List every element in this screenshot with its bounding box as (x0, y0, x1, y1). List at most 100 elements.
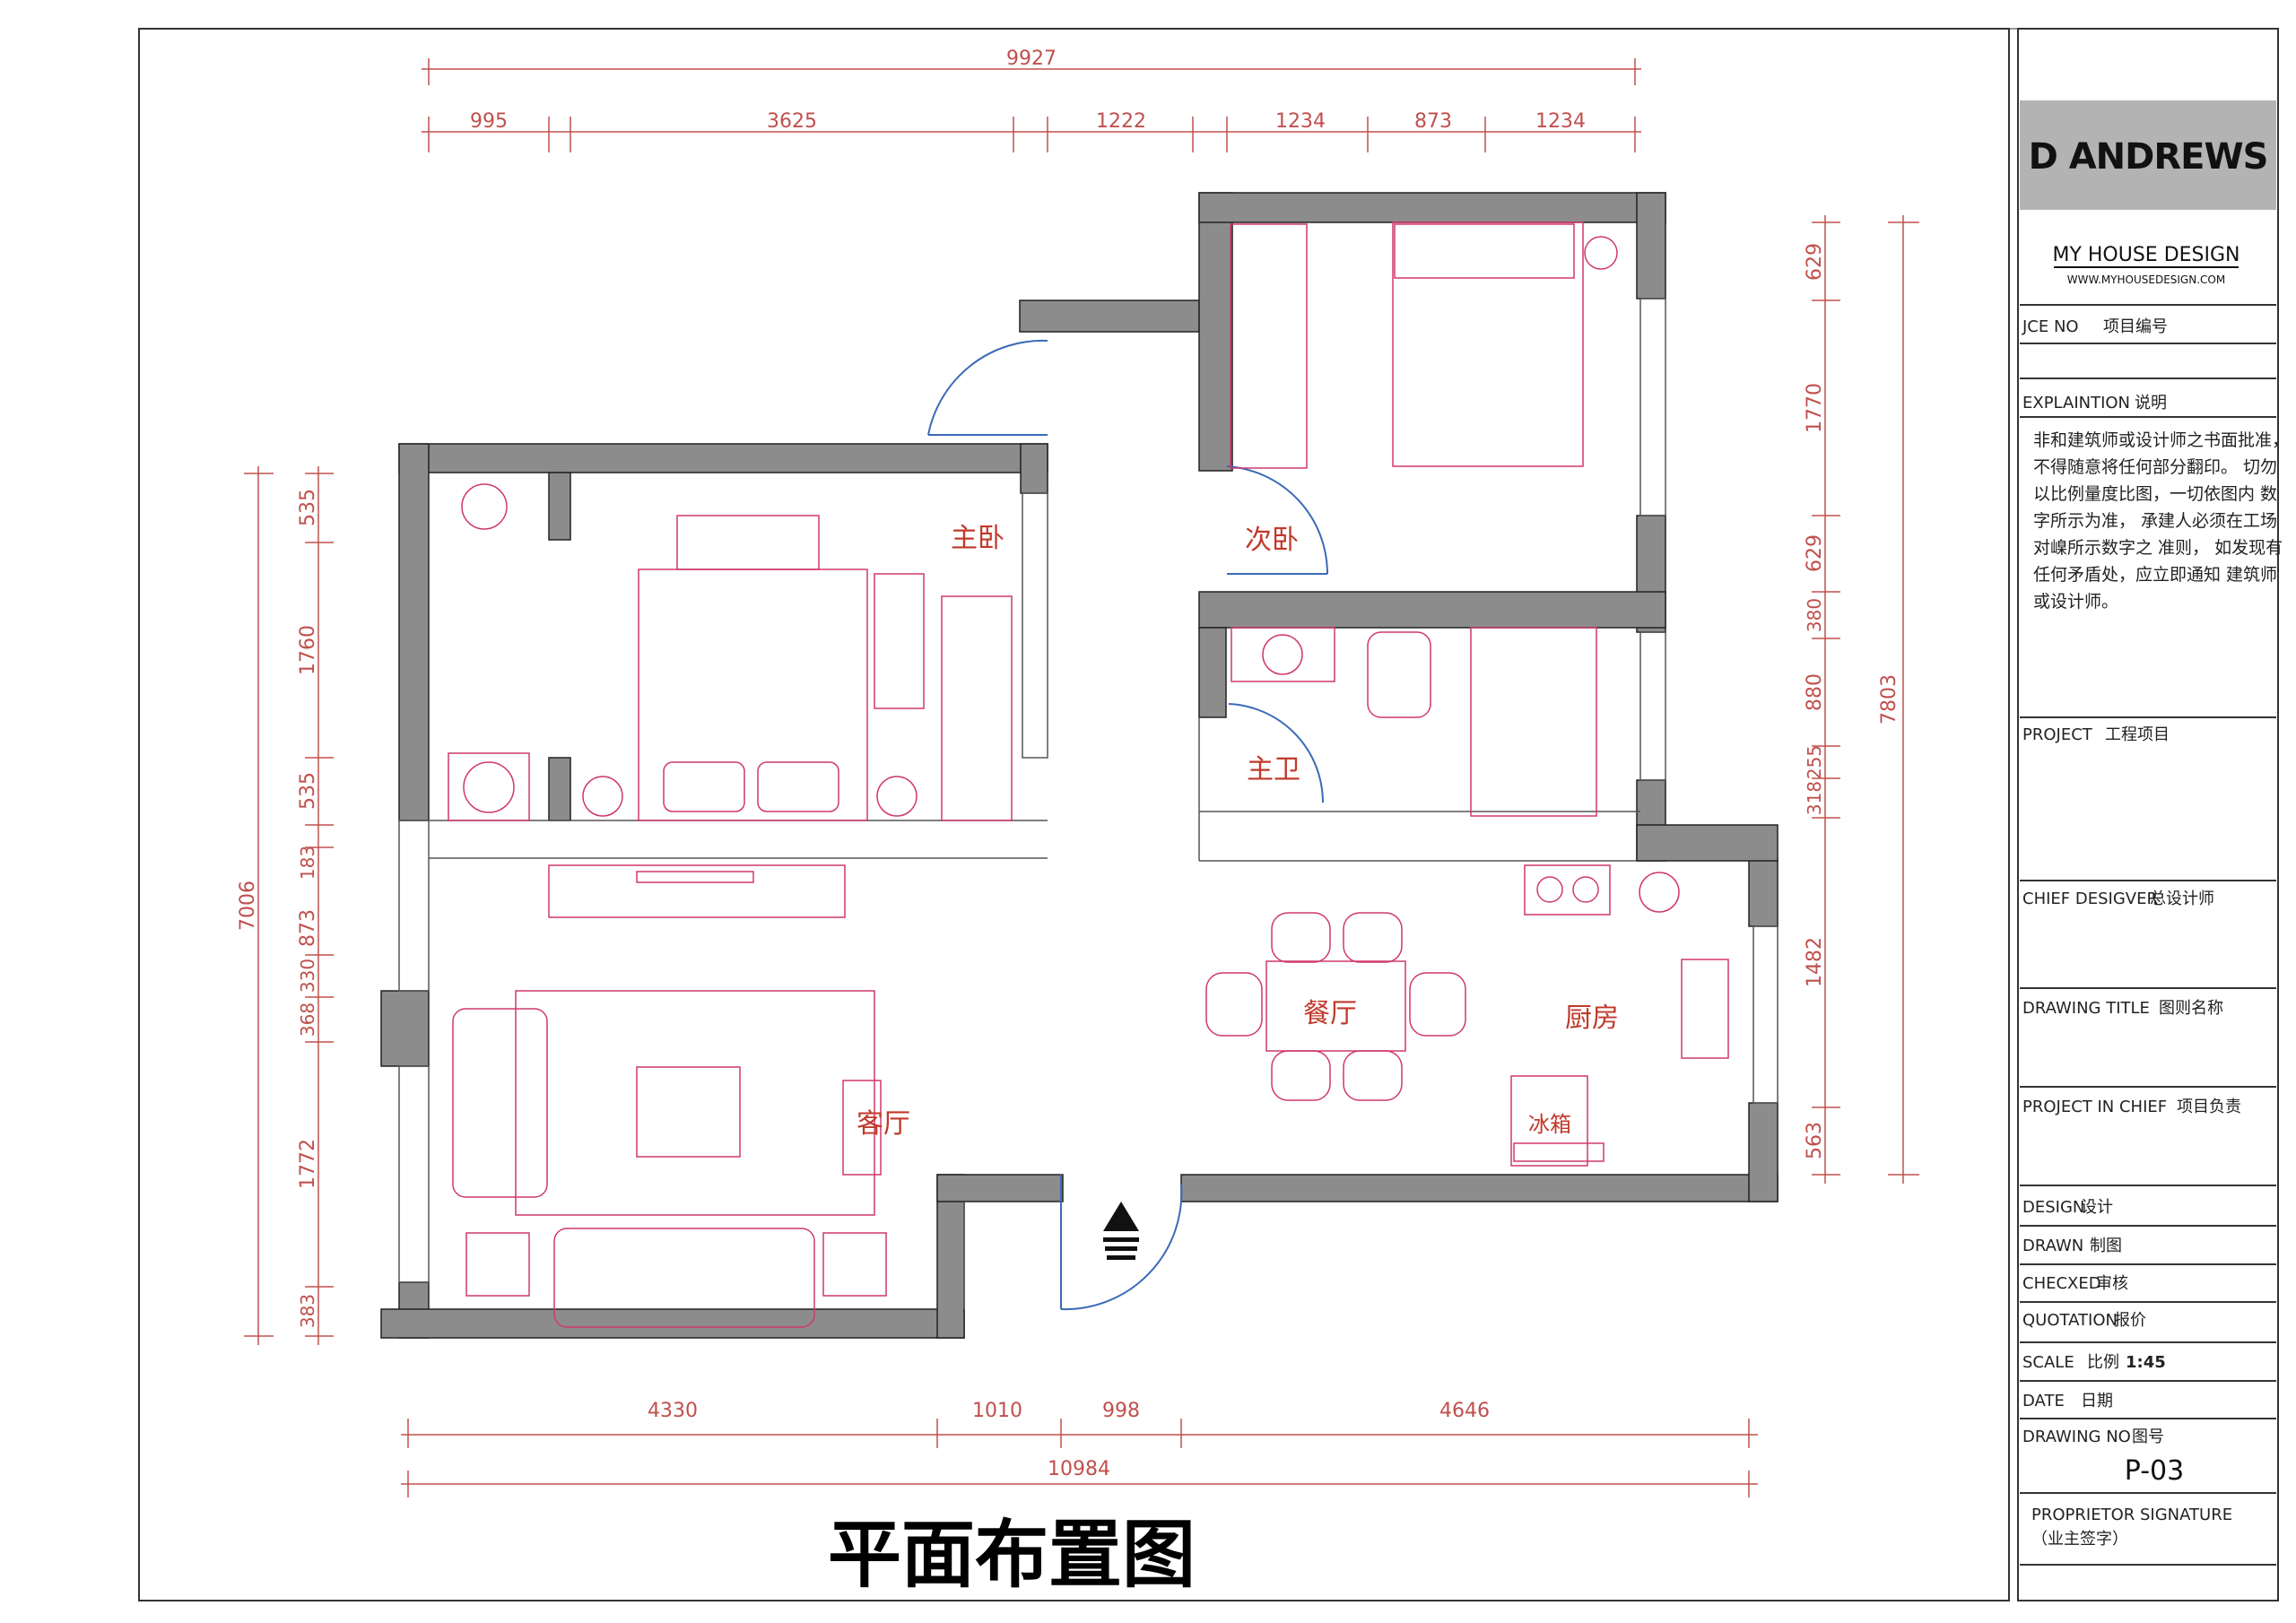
sofa (553, 1228, 815, 1328)
project-label: PROJECT (2022, 725, 2093, 744)
room-kitchen: 厨房 (1565, 1002, 1619, 1034)
dining-chair (1271, 912, 1331, 963)
tv-cabinet (548, 864, 846, 918)
pillow (663, 761, 745, 812)
drawing-title-cn: 图则名称 (2159, 999, 2223, 1018)
proprietor-label: PROPRIETOR SIGNATURE (2031, 1506, 2232, 1524)
wall (936, 1174, 1064, 1202)
scale-cn: 比例 (2087, 1353, 2119, 1372)
shower (1470, 627, 1597, 817)
dim-left-9: 383 (297, 1294, 318, 1328)
dim-bottom-1: 4330 (648, 1400, 698, 1422)
front-door-swing (1060, 1183, 1183, 1311)
dining-chair (1271, 1050, 1331, 1101)
dim-top-6: 1234 (1535, 110, 1586, 133)
cabinet (842, 1080, 882, 1176)
wall (380, 990, 430, 1067)
wall (1180, 1174, 1779, 1202)
entry-bar (1105, 1246, 1137, 1251)
dim-left-4: 183 (297, 846, 318, 880)
dining-chair (1343, 912, 1403, 963)
entry-arrow-icon (1103, 1202, 1139, 1231)
design-label: DESIGN (2022, 1198, 2084, 1217)
side-table (822, 1232, 887, 1297)
entry-bar (1103, 1237, 1139, 1242)
wall (1636, 192, 1666, 299)
dim-top-total: 9927 (1006, 48, 1057, 70)
sink (1639, 872, 1680, 913)
toilet (1367, 631, 1431, 718)
dim-left-2: 1760 (297, 625, 319, 675)
company-name: D ANDREWS (2029, 136, 2268, 178)
drawn-label: DRAWN (2022, 1237, 2083, 1255)
dim-right-7: 318 (1804, 781, 1825, 815)
dim-left-5: 873 (297, 909, 319, 947)
rug (515, 990, 875, 1216)
brand-website: WWW.MYHOUSEDESIGN.COM (2067, 273, 2225, 286)
wall (1019, 299, 1200, 333)
drawing-no-cn: 图号 (2132, 1428, 2164, 1446)
windows (398, 298, 1779, 1309)
side-table (465, 1232, 530, 1297)
wardrobe (1230, 223, 1308, 469)
dim-left-1: 535 (297, 489, 319, 526)
project-cn: 工程项目 (2105, 725, 2170, 744)
room-second-bedroom: 次卧 (1245, 525, 1299, 556)
wall (1198, 591, 1666, 629)
title-block: D ANDREWS MY HOUSE DESIGN WWW.MYHOUSEDES… (2020, 100, 2289, 1566)
dining-chair (1205, 972, 1263, 1037)
dimension-lines (244, 58, 1919, 1497)
tv (636, 871, 754, 883)
dim-left-7: 368 (297, 1002, 318, 1037)
svg-text:或设计师。: 或设计师。 (2033, 592, 2118, 612)
wall (1020, 443, 1048, 494)
wall (398, 443, 430, 821)
chief-designer-cn: 总设计师 (2150, 890, 2214, 908)
walls (380, 192, 1779, 1339)
dim-left-3: 535 (297, 772, 319, 810)
jce-no-label: JCE NO (2022, 317, 2079, 336)
burner (1536, 876, 1563, 903)
drawing-frame (138, 28, 2010, 1601)
round-table (461, 483, 508, 530)
wall (1198, 192, 1666, 223)
chief-designer-label: CHIEF DESIGVER (2022, 890, 2158, 908)
master-bed (638, 568, 868, 821)
bedside-lamp (1584, 236, 1618, 270)
scale-label: SCALE (2022, 1353, 2074, 1372)
wall (1636, 824, 1779, 862)
fridge (1510, 1075, 1588, 1167)
dim-top-4: 1234 (1275, 110, 1326, 133)
date-label: DATE (2022, 1392, 2065, 1410)
scale-value: 1:45 (2126, 1353, 2166, 1372)
dim-top-5: 873 (1414, 110, 1452, 133)
dim-right-5: 880 (1804, 673, 1826, 711)
room-labels: 主卧 次卧 主卫 餐厅 厨房 客厅 冰箱 (857, 523, 1619, 1140)
svg-text:以比例量度比图，一切依图内 数: 以比例量度比图，一切依图内 数 (2033, 484, 2277, 504)
wall (1198, 192, 1233, 472)
drawing-no-label: DRAWING NO (2022, 1428, 2131, 1446)
svg-text:任何矛盾处，应立即通知 建筑师: 任何矛盾处，应立即通知 建筑师 (2033, 565, 2277, 585)
dimension-labels: 9927 995 3625 1222 1234 873 1234 4330 10… (237, 48, 1900, 1480)
water-heater (1513, 1142, 1605, 1162)
entry-marker (1103, 1202, 1139, 1260)
plan-heading: 平面布置图 (828, 1513, 1196, 1598)
second-bed (1392, 221, 1584, 467)
washing-drum (463, 761, 515, 813)
wall (380, 1308, 965, 1339)
double-sink (1681, 959, 1729, 1059)
explanation-cn: 说明 (2135, 394, 2167, 412)
svg-text:字所示为准， 承建人必须在工场: 字所示为准， 承建人必须在工场 (2033, 511, 2277, 531)
project-in-chief-label: PROJECT IN CHIEF (2022, 1098, 2167, 1116)
design-cn: 设计 (2081, 1198, 2113, 1217)
wardrobe (941, 595, 1013, 821)
explanation-text: 非和建筑师或设计师之书面批准， 不得随意将任何部分翻印。 切勿 以比例量度比图，… (2033, 430, 2289, 612)
company-banner (2020, 100, 2276, 210)
room-master-bath: 主卫 (1247, 754, 1300, 785)
svg-text:非和建筑师或设计师之书面批准，: 非和建筑师或设计师之书面批准， (2033, 430, 2289, 450)
svg-text:对嵲所示数字之 准则， 如发现有: 对嵲所示数字之 准则， 如发现有 (2033, 538, 2283, 558)
headboard (1394, 223, 1575, 279)
proprietor-cn: （业主签字） (2031, 1530, 2128, 1549)
checked-label: CHECXED (2022, 1274, 2101, 1293)
